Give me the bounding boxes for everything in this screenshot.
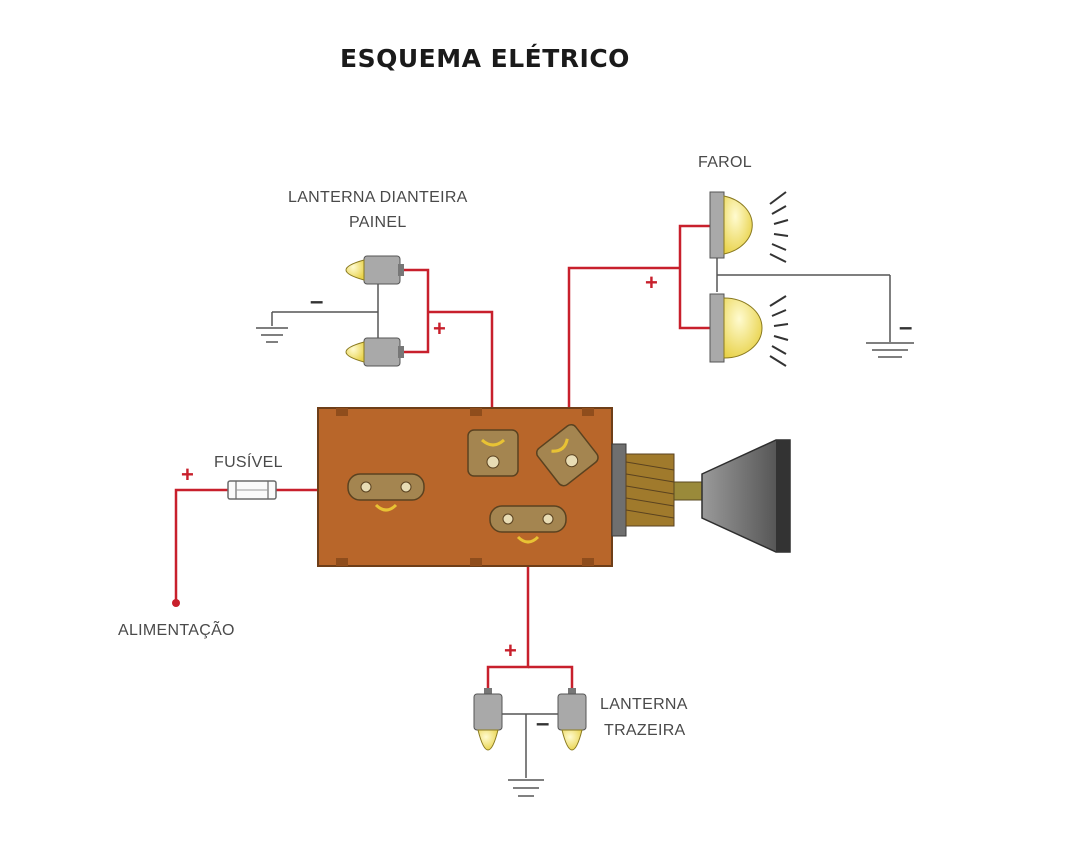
front-lamp-label-line1: LANTERNA DIANTEIRA [288,189,468,206]
rear-lamp-minus-sign: – [536,710,550,737]
switch-terminal-front-lamp [467,429,519,477]
switch-notch [470,408,482,416]
headlight-feed-wire [567,266,680,412]
ground-wires [271,258,891,778]
rear-lamp-plus-sign: + [504,638,517,663]
front-lamp-minus-sign: – [310,288,324,315]
headlight-positive-wire [678,224,710,330]
switch-thread [625,453,675,527]
rear-lamp-right [557,688,587,751]
switch-terminal-rear-lamp [489,505,567,544]
power-wire [174,488,228,603]
light-switch [317,407,791,567]
fuse-label: FUSÍVEL [214,454,283,471]
rear-lamp-feed-wire [486,548,530,690]
power-plus-sign: + [181,462,194,487]
switch-notch [582,558,594,566]
switch-terminal-headlight [535,423,599,487]
ground-symbol-front [256,327,288,343]
switch-collar [611,443,627,537]
switch-notch [336,558,348,566]
ground-symbol-headlight [866,342,914,358]
headlight-top [709,191,789,263]
switch-shaft [673,481,703,501]
headlight-plus-sign: + [645,270,658,295]
ground-symbol-rear [508,779,544,797]
front-lamp-plus-sign: + [433,316,446,341]
front-lamp-positive-wire [403,268,430,354]
rear-lamp-left [473,688,503,751]
rear-lamp-label-line2: TRAZEIRA [604,722,686,739]
switch-terminal-input [347,473,425,512]
front-lamp-feed-wire [428,310,494,412]
front-lamp-label-line2: PAINEL [349,214,407,231]
power-label: ALIMENTAÇÃO [118,622,235,639]
headlight-rays [769,191,789,263]
switch-knob-face [776,440,790,552]
rear-lamp-label-line1: LANTERNA [600,696,688,713]
fuse-icon [227,480,277,500]
front-lamp-top [345,255,404,285]
headlight-minus-sign: – [899,314,913,341]
headlight-label: FAROL [698,154,752,171]
switch-notch [582,408,594,416]
headlight-bottom [709,293,789,367]
front-lamp-bottom [345,337,404,367]
headlight-rays [769,295,789,367]
rear-lamp-positive-wire [528,665,574,690]
diagram-title: ESQUEMA ELÉTRICO [340,44,630,73]
switch-notch [336,408,348,416]
switch-notch [470,558,482,566]
power-terminal-dot [172,599,180,607]
